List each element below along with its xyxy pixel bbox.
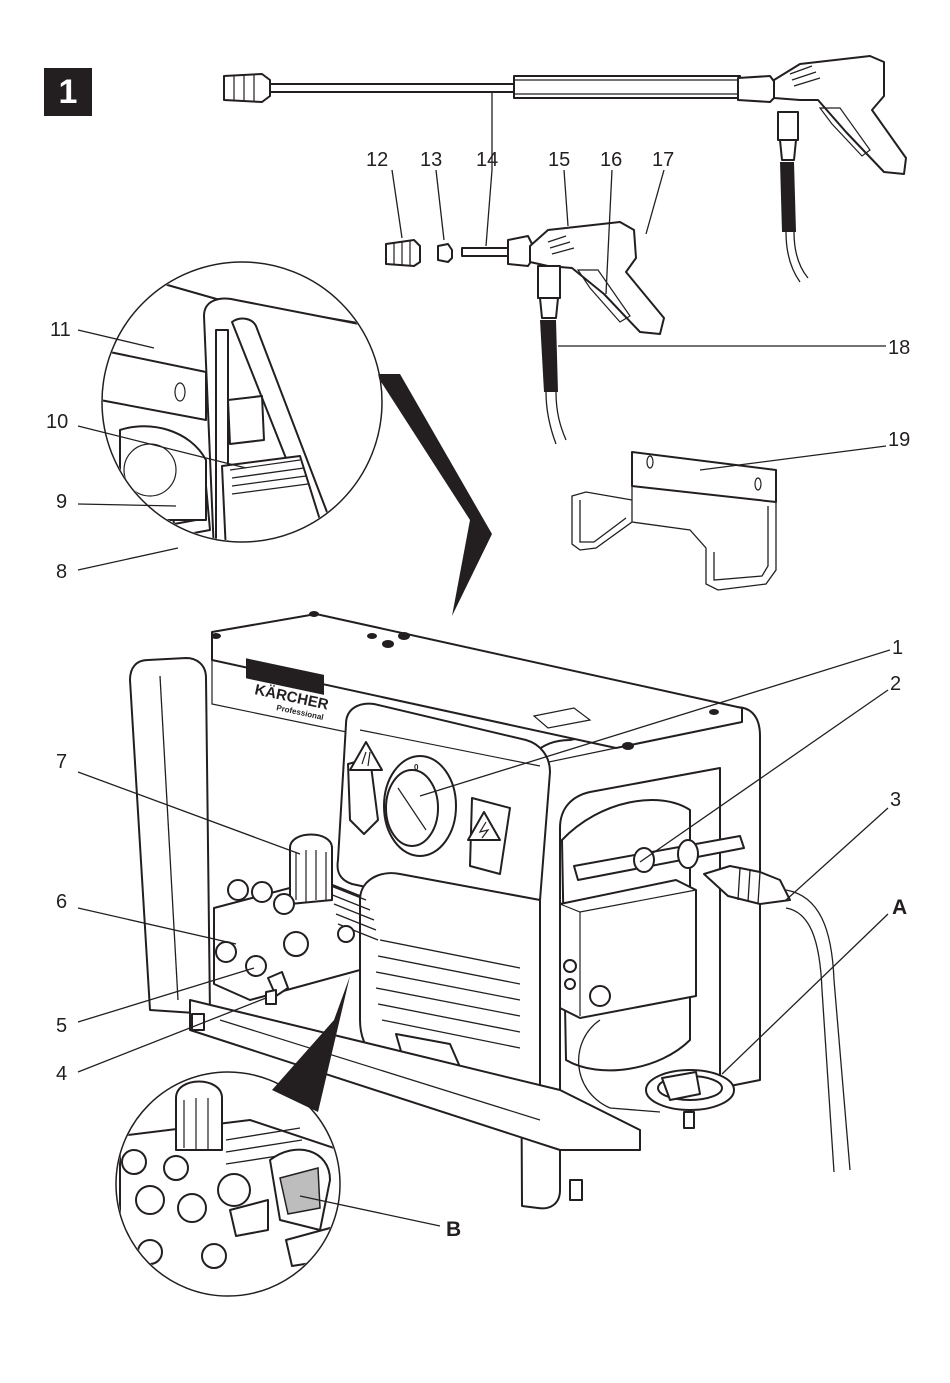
detail-magnifier-top xyxy=(100,240,492,620)
callout-3: 3 xyxy=(890,789,901,811)
callout-15: 15 xyxy=(548,149,570,171)
callout-19: 19 xyxy=(888,429,910,451)
svg-text:0: 0 xyxy=(414,763,419,772)
callout-1: 1 xyxy=(892,637,903,659)
callout-5: 5 xyxy=(56,1015,67,1037)
callout-7: 7 xyxy=(56,751,67,773)
wall-bracket-19 xyxy=(572,452,776,590)
callout-10: 10 xyxy=(46,411,68,433)
callout-4: 4 xyxy=(56,1063,67,1085)
callout-14: 14 xyxy=(476,149,498,171)
callout-17: 17 xyxy=(652,149,674,171)
callout-9: 9 xyxy=(56,491,67,513)
callout-12: 12 xyxy=(366,149,388,171)
high-pressure-hose-18 xyxy=(540,320,566,444)
callout-16: 16 xyxy=(600,149,622,171)
callout-18: 18 xyxy=(888,337,910,359)
callout-6: 6 xyxy=(56,891,67,913)
nozzle-13 xyxy=(438,244,452,262)
nozzle-nut-12 xyxy=(386,240,420,266)
callout-8: 8 xyxy=(56,561,67,583)
callout-A: A xyxy=(892,896,907,919)
callout-11: 11 xyxy=(50,319,71,341)
callout-B: B xyxy=(446,1218,461,1241)
callout-13: 13 xyxy=(420,149,442,171)
pressure-washer-machine: KÄRCHER Professional 0 xyxy=(130,611,850,1208)
callout-2: 2 xyxy=(890,673,901,695)
short-lance-14 xyxy=(462,236,532,266)
trigger-gun-15-16-17 xyxy=(530,222,664,334)
